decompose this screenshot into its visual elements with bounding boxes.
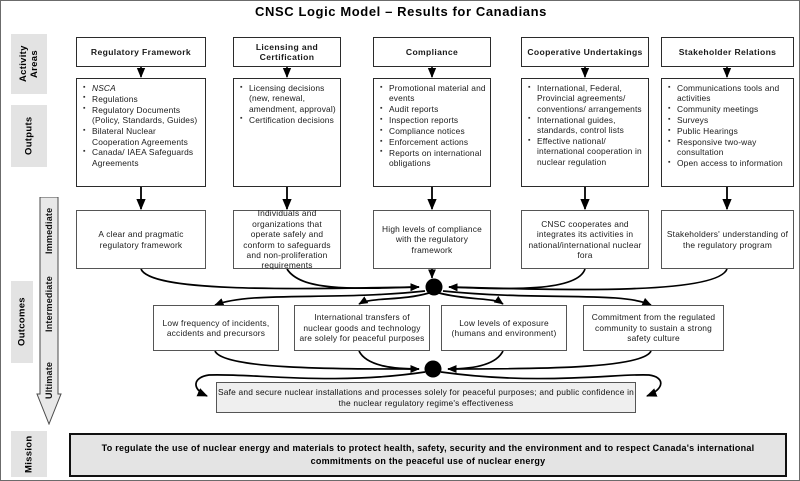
list-item: Audit reports (380, 104, 486, 115)
outputs-list: Communications tools and activities Comm… (662, 79, 793, 173)
list-item: Effective national/ international cooper… (528, 136, 644, 167)
intermediate-outcome-low-exposure[interactable]: Low levels of exposure (humans and envir… (441, 305, 567, 351)
list-item: Certification decisions (240, 114, 336, 125)
list-item: Public Hearings (668, 126, 789, 137)
list-item: NSCA (83, 82, 201, 93)
ultimate-outcome-box[interactable]: Safe and secure nuclear installations an… (216, 382, 636, 413)
page-title: CNSC Logic Model – Results for Canadians (255, 4, 547, 19)
immediate-outcome-regulatory-framework[interactable]: A clear and pragmatic regulatory framewo… (76, 210, 206, 269)
outputs-stakeholder-relations[interactable]: Communications tools and activities Comm… (661, 78, 794, 187)
list-item: Responsive two-way consultation (668, 137, 789, 158)
outputs-licensing-and-certification[interactable]: Licensing decisions (new, renewal, amend… (233, 78, 341, 187)
rail-label-activity-areas: Activity Areas (11, 34, 47, 94)
stage-label-ultimate: Ultimate (44, 361, 54, 399)
activity-area-cooperative-undertakings[interactable]: Cooperative Undertakings (521, 37, 649, 67)
list-item: Surveys (668, 115, 789, 126)
immediate-outcome-compliance[interactable]: High levels of compliance with the regul… (373, 210, 491, 269)
stage-label-intermediate: Intermediate (44, 276, 54, 332)
stage-label-immediate: Immediate (44, 207, 54, 255)
list-item: Promotional material and events (380, 83, 486, 104)
list-item: Open access to information (668, 158, 789, 169)
intermediate-outcome-international-transfers[interactable]: International transfers of nuclear goods… (294, 305, 430, 351)
junction-node-2 (424, 360, 442, 378)
outputs-list: Licensing decisions (new, renewal, amend… (234, 79, 340, 130)
outputs-regulatory-framework[interactable]: NSCA Regulations Regulatory Documents (P… (76, 78, 206, 187)
outputs-cooperative-undertakings[interactable]: International, Federal, Provincial agree… (521, 78, 649, 187)
outputs-list: International, Federal, Provincial agree… (522, 79, 648, 172)
mission-statement-box[interactable]: To regulate the use of nuclear energy an… (69, 433, 787, 477)
activity-area-regulatory-framework[interactable]: Regulatory Framework (76, 37, 206, 67)
outputs-list: NSCA Regulations Regulatory Documents (P… (77, 79, 205, 173)
immediate-outcome-licensing-and-certification[interactable]: Individuals and organizations that opera… (233, 208, 341, 270)
activity-area-compliance[interactable]: Compliance (373, 37, 491, 67)
intermediate-outcome-low-frequency-incidents[interactable]: Low frequency of incidents, accidents an… (153, 305, 279, 351)
intermediate-outcome-safety-culture-commitment[interactable]: Commitment from the regulated community … (583, 305, 724, 351)
list-item: Inspection reports (380, 115, 486, 126)
rail-label-outputs: Outputs (11, 105, 47, 167)
list-item: Communications tools and activities (668, 83, 789, 104)
list-item: International, Federal, Provincial agree… (528, 82, 644, 114)
list-item: Licensing decisions (new, renewal, amend… (240, 82, 336, 114)
list-item: Enforcement actions (380, 137, 486, 148)
down-arrow-icon (36, 197, 62, 425)
list-item: Regulations (83, 93, 201, 104)
outputs-compliance[interactable]: Promotional material and events Audit re… (373, 78, 491, 187)
list-item: Bilateral Nuclear Cooperation Agreements (83, 126, 201, 147)
list-item: Compliance notices (380, 126, 486, 137)
list-item: International guides, standards, control… (528, 114, 644, 136)
activity-area-licensing-and-certification[interactable]: Licensing and Certification (233, 37, 341, 67)
list-item: Regulatory Documents (Policy, Standards,… (83, 104, 201, 126)
rail-label-mission: Mission (11, 431, 47, 477)
outcomes-stage-arrow: Immediate Intermediate Ultimate (36, 197, 62, 425)
activity-area-stakeholder-relations[interactable]: Stakeholder Relations (661, 37, 794, 67)
outputs-list: Promotional material and events Audit re… (374, 79, 490, 173)
junction-node-1 (425, 278, 443, 296)
immediate-outcome-stakeholder-relations[interactable]: Stakeholders' understanding of the regul… (661, 210, 794, 269)
list-item: Community meetings (668, 104, 789, 115)
list-item: Reports on international obligations (380, 147, 486, 169)
rail-label-outcomes: Outcomes (11, 281, 33, 363)
list-item: Canada/ IAEA Safeguards Agreements (83, 147, 201, 168)
immediate-outcome-cooperative-undertakings[interactable]: CNSC cooperates and integrates its activ… (521, 210, 649, 269)
